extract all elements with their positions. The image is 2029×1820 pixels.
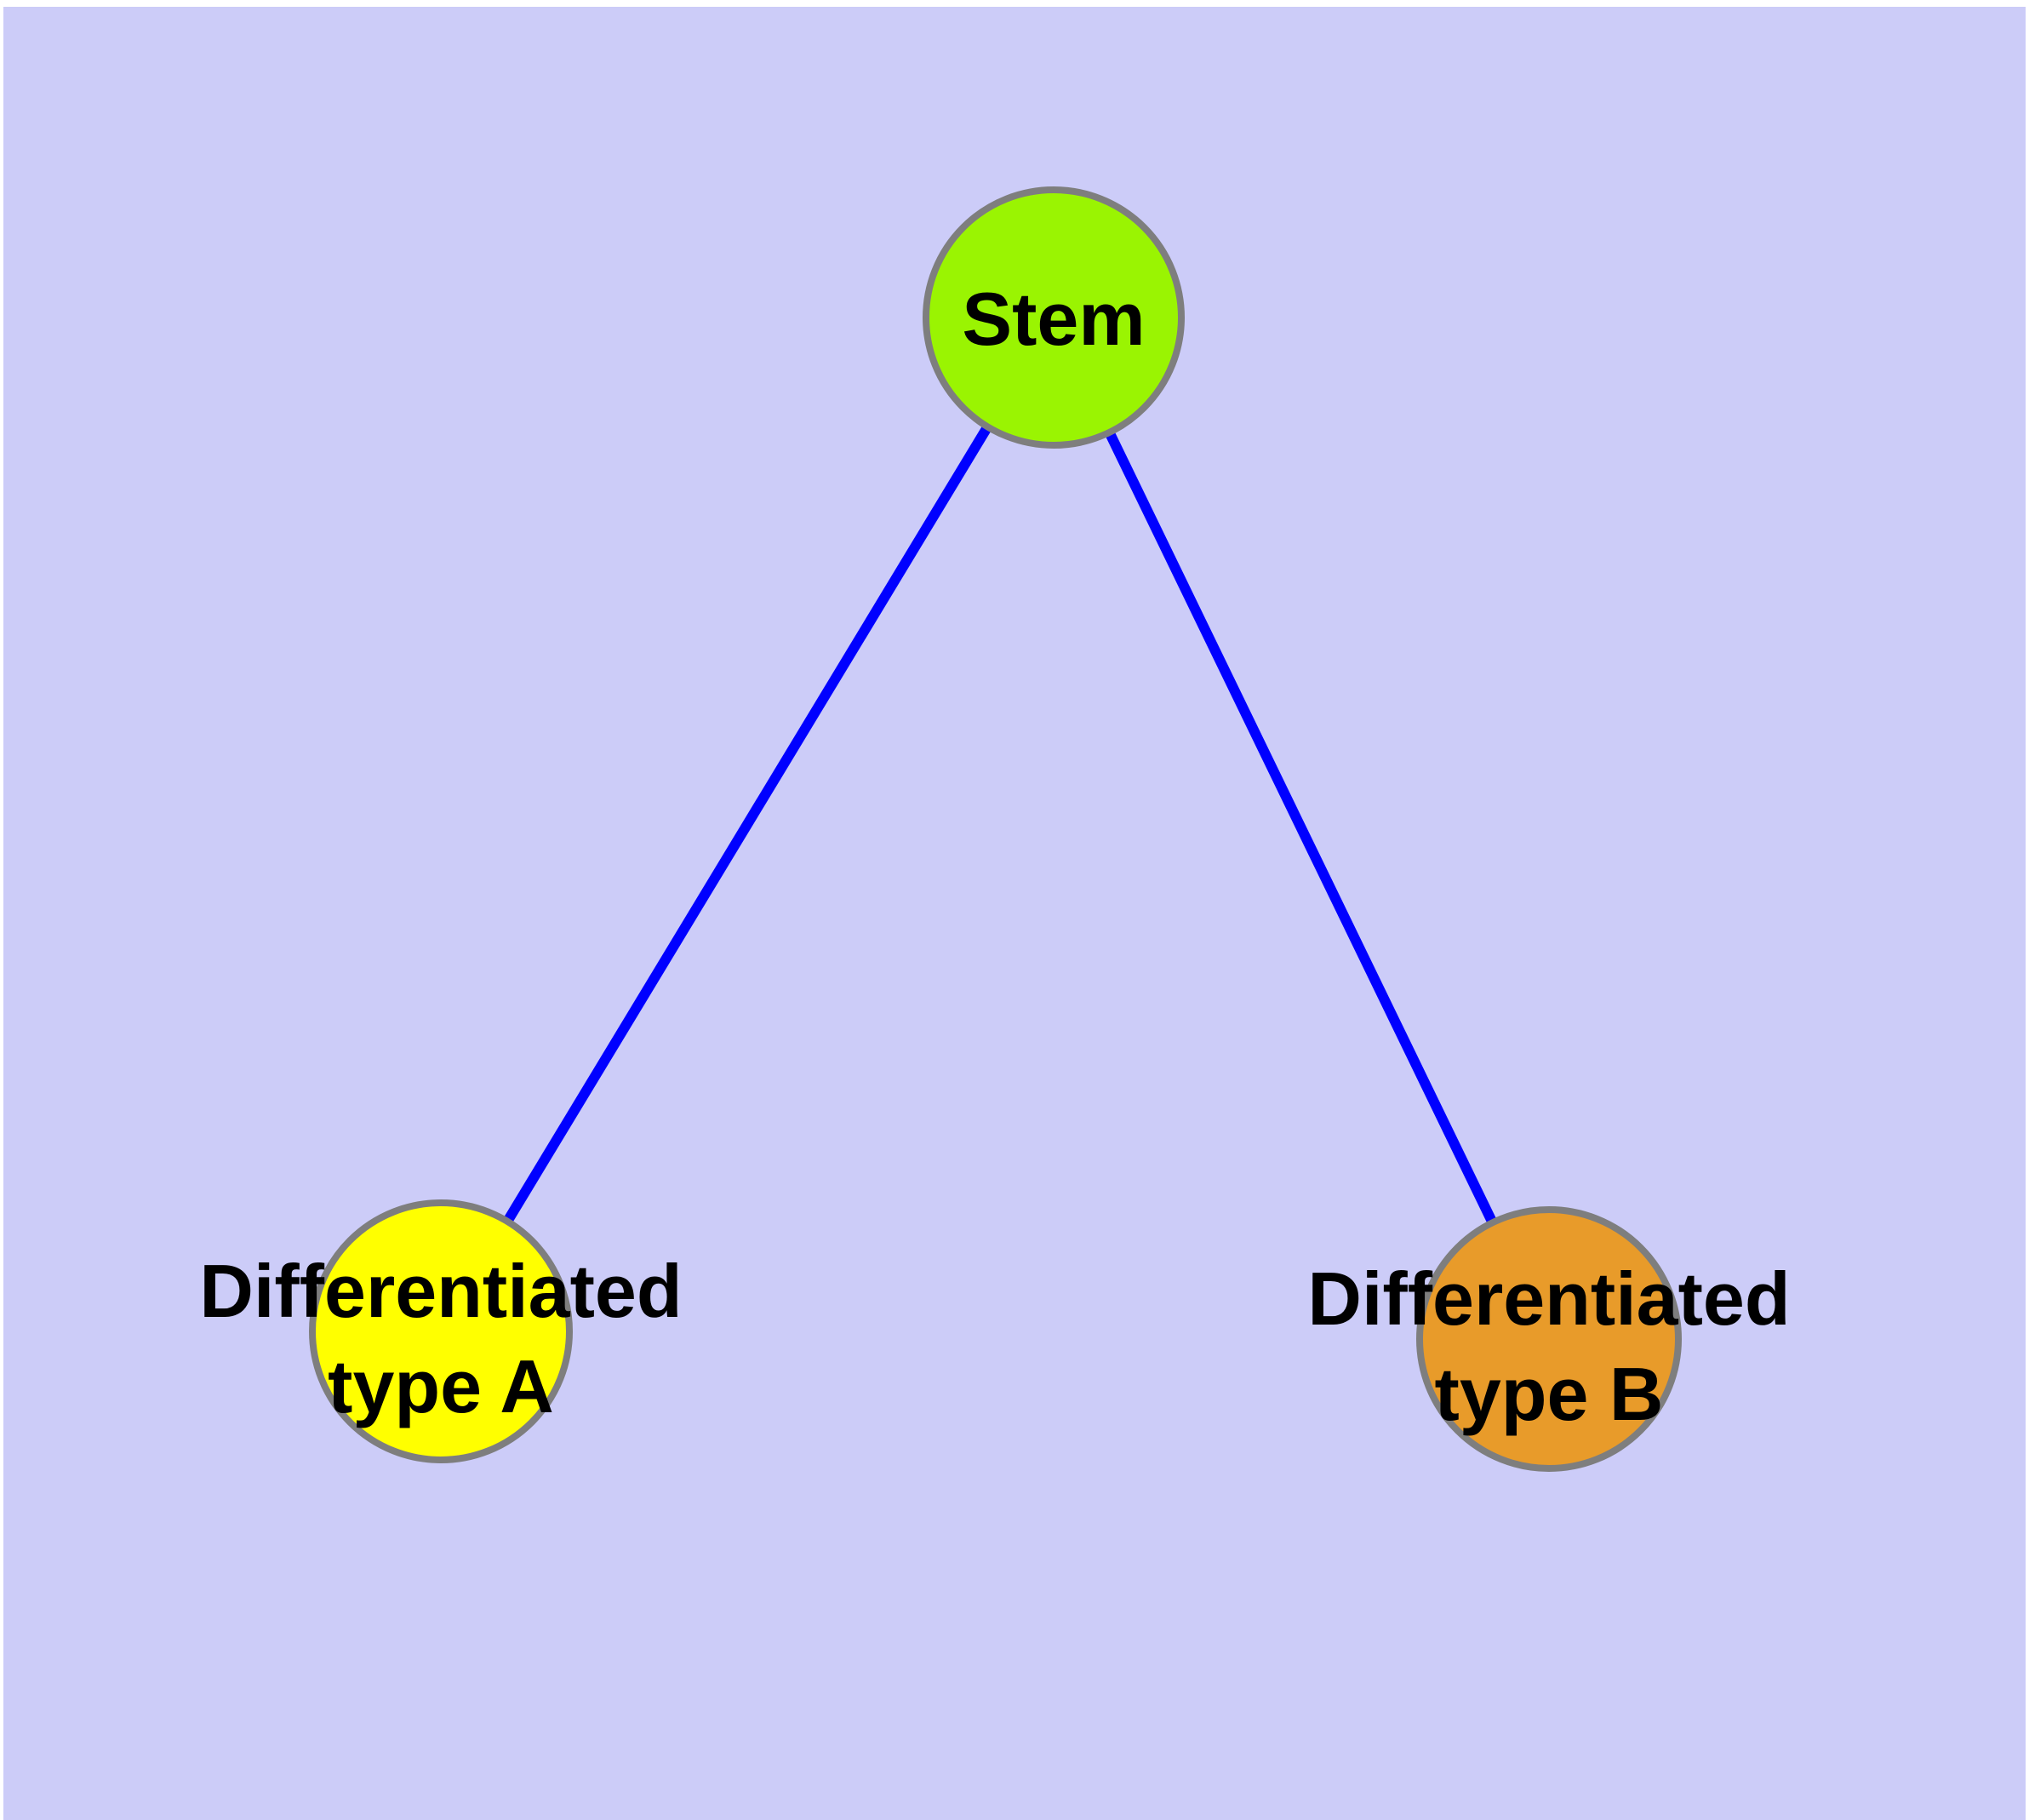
edge-stem-to-diff-b [1049,315,1554,1342]
node-diff-b-label-line1: Differentiated [1307,1256,1790,1341]
node-diff-a-label-line2: type A [328,1344,554,1428]
node-diff-b-label-line2: type B [1435,1352,1664,1436]
edge-stem-to-diff-a [436,314,1059,1335]
node-stem-circle [923,186,1185,449]
node-diff-a-circle [309,1199,573,1463]
node-diff-b-circle [1416,1206,1682,1472]
node-stem-label: Stem [962,277,1145,361]
node-diff-a-label-line1: Differentiated [199,1249,682,1333]
